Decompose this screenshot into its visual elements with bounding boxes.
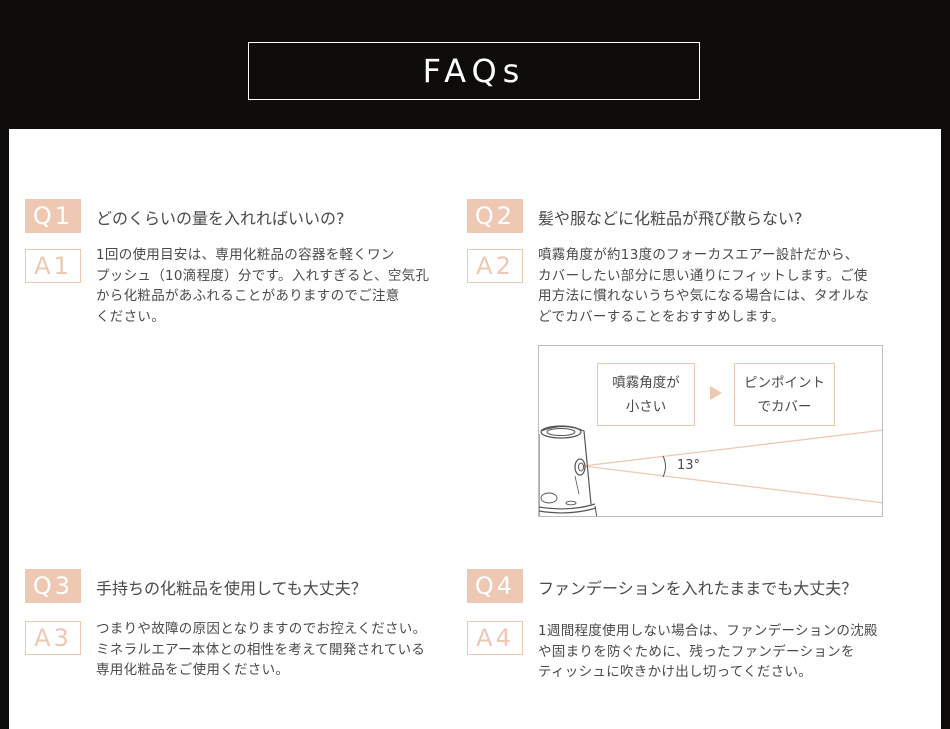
answer-line: ティッシュに吹きかけ出し切ってください。 — [538, 664, 813, 680]
question-badge: Q2 — [467, 199, 523, 233]
answer-line: プッシュ（10滴程度）分です。入れすぎると、空気孔 — [96, 267, 430, 284]
spray-angle-diagram: 噴霧角度が 小さい ピンポイント でカバー 13° — [538, 345, 883, 517]
answer-badge: A2 — [467, 249, 523, 283]
question-badge: Q3 — [25, 569, 81, 603]
spray-illustration-icon — [539, 425, 882, 516]
spray-angle-label: 13° — [677, 458, 701, 473]
answer-line: 1週間程度使用しない場合は、ファンデーションの沈殿 — [538, 623, 878, 639]
question-text: 手持ちの化粧品を使用しても大丈夫？ — [96, 579, 367, 598]
answer-text: つまりや故障の原因となりますのでお控えください。 ミネラルエアー本体との相性を考… — [96, 619, 426, 681]
question-text: どのくらいの量を入れればいいの? — [96, 209, 345, 228]
answer-line: どでカバーすることをおすすめします。 — [538, 308, 785, 325]
answer-line: 1回の使用目安は、専用化粧品の容器を軽くワン — [96, 247, 395, 263]
answer-text: 1回の使用目安は、専用化粧品の容器を軽くワン プッシュ（10滴程度）分です。入れ… — [96, 245, 429, 327]
arrow-right-icon — [710, 386, 722, 400]
page-title: FAQs — [422, 52, 526, 90]
diagram-box-line: 小さい — [625, 398, 667, 415]
answer-line: つまりや故障の原因となりますのでお控えください。 — [96, 621, 427, 637]
answer-text: 噴霧角度が約13度のフォーカスエアー設計だから、 カバーしたい部分に思い通りにフ… — [538, 245, 869, 327]
answer-line: 噴霧角度が約13度のフォーカスエアー設計だから、 — [538, 247, 859, 263]
answer-line: から化粧品があふれることがありますのでご注意 — [96, 288, 400, 304]
answer-line: ください。 — [96, 308, 165, 325]
faq-title-box: FAQs — [248, 42, 700, 100]
diagram-box-line: 噴霧角度が — [612, 374, 680, 391]
answer-line: カバーしたい部分に思い通りにフィットします。ご使 — [538, 267, 868, 284]
answer-text: 1週間程度使用しない場合は、ファンデーションの沈殿 や固まりを防ぐために、残った… — [538, 621, 878, 683]
question-text: 髪や服などに化粧品が飛び散らない? — [538, 209, 803, 228]
question-badge: Q4 — [467, 569, 523, 603]
question-text: ファンデーションを入れたままでも大丈夫？ — [538, 579, 858, 598]
answer-line: 用方法に慣れないうちや気になる場合には、タオルな — [538, 288, 870, 304]
answer-badge: A4 — [467, 621, 523, 655]
answer-line: 専用化粧品をご使用ください。 — [96, 662, 290, 678]
answer-line: ミネラルエアー本体との相性を考えて開発されている — [96, 641, 426, 658]
question-badge: Q1 — [25, 199, 81, 233]
diagram-box-line: でカバー — [757, 398, 812, 415]
diagram-box-pinpoint: ピンポイント でカバー — [734, 363, 835, 426]
answer-badge: A3 — [25, 621, 81, 655]
diagram-box-line: ピンポイント — [744, 374, 825, 391]
diagram-box-small-angle: 噴霧角度が 小さい — [597, 363, 695, 426]
answer-badge: A1 — [25, 249, 81, 283]
answer-line: や固まりを防ぐために、残ったファンデーションを — [538, 643, 855, 660]
faq-panel: Q1 どのくらいの量を入れればいいの? A1 1回の使用目安は、専用化粧品の容器… — [9, 129, 941, 729]
